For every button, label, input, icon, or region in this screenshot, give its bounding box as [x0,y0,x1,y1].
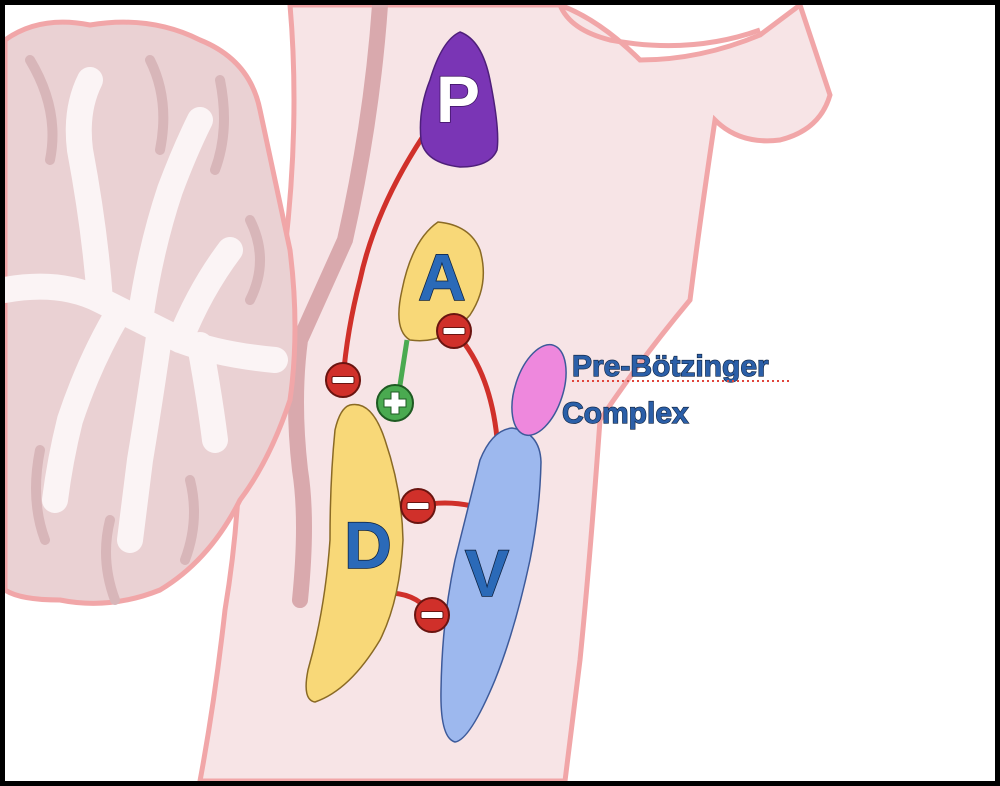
upper-outline [557,5,761,49]
ventral-respiratory-group-shape [440,427,542,743]
inhibitory-marker-a-v [436,313,472,349]
node-a-label: A [418,240,466,314]
dorsal-respiratory-group-shape [305,403,404,703]
folia-lines [25,55,265,605]
pre-botzinger-label-line2: Complex [562,397,689,430]
pneumotaxic-center-shape [419,31,499,168]
node-p-label: P [436,62,480,136]
pre-botzinger-shape [511,343,567,437]
node-v-label: V [465,536,509,610]
pre-botzinger-complex: Pre-Bötzinger Complex [511,343,792,437]
node-d-label: D [344,508,392,582]
pre-botzinger-label-line1: Pre-Bötzinger [572,350,769,383]
ventricle-band [288,5,388,608]
node-p: P [419,31,499,168]
cerebellum [5,19,298,606]
arbor-vitae [5,67,288,553]
inhibitory-marker-d-v [414,597,450,633]
node-v: V [440,427,542,743]
excitatory-marker-a-d [376,384,414,422]
inhibitory-marker-p-d [325,362,361,398]
inhibitory-marker-v-d [400,488,436,524]
node-d: D [305,403,404,703]
line-p-to-d [340,136,425,381]
node-a: A [398,221,485,342]
respiratory-centers-diagram: P A D V Pre-Bötzinger Complex [5,5,833,781]
